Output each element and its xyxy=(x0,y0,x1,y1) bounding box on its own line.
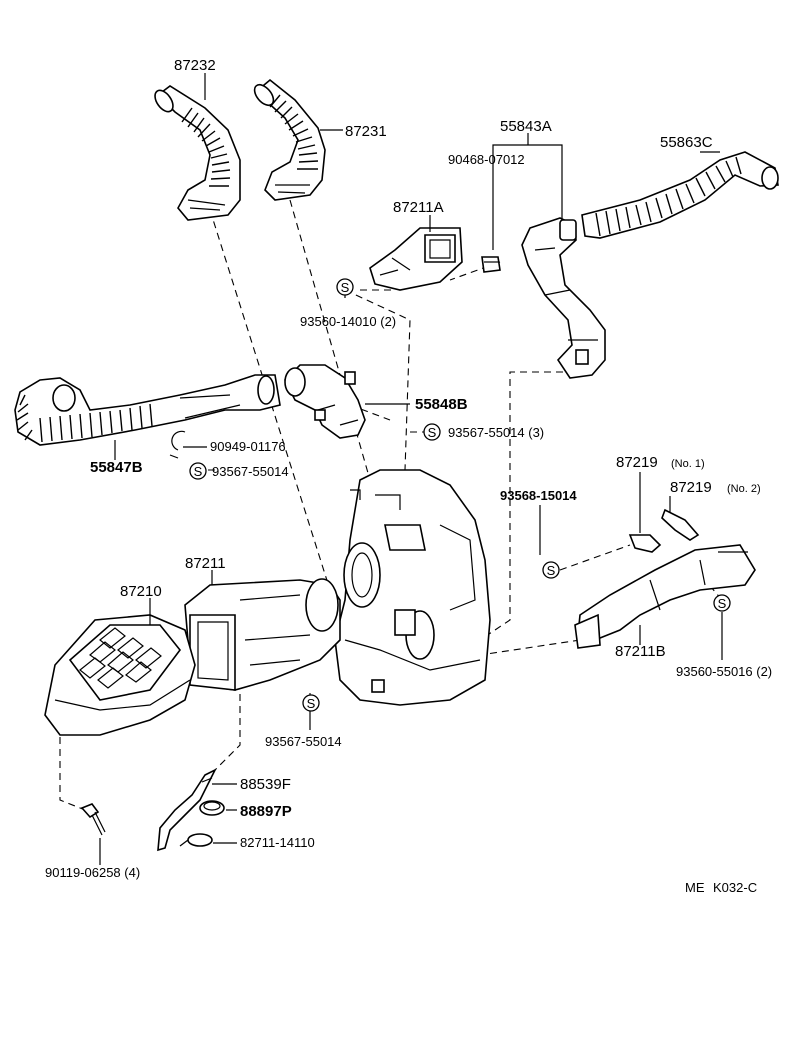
clip-90949 xyxy=(169,430,186,459)
diagram-code-k032c: K032-C xyxy=(713,880,757,895)
diagram-code-me: ME xyxy=(685,880,705,895)
duct-87231 xyxy=(253,78,326,201)
blower-87210 xyxy=(44,614,196,736)
label-93560-14010: 93560-14010 (2) xyxy=(300,314,396,329)
leader-lines xyxy=(99,73,723,865)
duct-55843A xyxy=(521,217,606,379)
label-93568-15014: 93568-15014 xyxy=(500,488,577,503)
s-symbol-letter: S xyxy=(194,464,203,479)
label-87211: 87211 xyxy=(185,555,226,572)
label-88539F: 88539F xyxy=(240,776,291,793)
case-87211 xyxy=(184,578,341,691)
s-symbol-93568-15014: S xyxy=(542,561,560,579)
s-symbol-letter: S xyxy=(341,280,350,295)
duct-87211A xyxy=(369,227,463,291)
hose-55847B xyxy=(14,374,281,446)
part-labels: 87232 87231 55843A 90468-07012 55863C 87… xyxy=(45,57,772,895)
label-87232: 87232 xyxy=(174,57,216,74)
s-symbol-letter: S xyxy=(428,425,437,440)
label-93560-55016: 93560-55016 (2) xyxy=(676,664,772,679)
clamp-82711 xyxy=(179,833,213,847)
bracket-87219-no1 xyxy=(628,534,662,553)
drain-hose-88539F xyxy=(157,768,217,852)
heater-unit-housing xyxy=(334,469,491,706)
s-symbol-93567-55014-a: S xyxy=(189,462,207,480)
label-90468-07012: 90468-07012 xyxy=(448,152,525,167)
s-symbol-93567-55014-3: S xyxy=(423,423,441,441)
label-93567-55014-a: 93567-55014 xyxy=(212,464,289,479)
label-87219-no2: 87219 xyxy=(670,479,712,496)
label-87211A: 87211A xyxy=(393,199,444,216)
elbow-55848B xyxy=(284,364,366,439)
s-symbol-93560-55016: S xyxy=(713,594,731,612)
label-82711-14110: 82711-14110 xyxy=(240,835,315,850)
label-87231: 87231 xyxy=(345,123,387,140)
label-87211B: 87211B xyxy=(615,643,666,660)
grommet-88897P xyxy=(199,800,225,816)
label-90119-06258: 90119-06258 (4) xyxy=(45,865,140,880)
label-55847B: 55847B xyxy=(90,459,143,476)
s-symbol-letter: S xyxy=(307,696,316,711)
bolt-90119 xyxy=(80,803,106,836)
s-symbol-letter: S xyxy=(547,563,556,578)
label-93567-55014-b: 93567-55014 xyxy=(265,734,342,749)
label-88897P: 88897P xyxy=(240,803,292,820)
label-55843A: 55843A xyxy=(500,118,552,135)
s-symbol-93567-55014-b: S xyxy=(302,694,320,712)
label-90949-01176: 90949-01176 xyxy=(210,439,286,454)
s-symbol-93560-14010: S xyxy=(336,278,354,296)
bracket-87219-no2 xyxy=(661,508,700,541)
clip-90468 xyxy=(481,256,501,273)
label-93567-55014-3: 93567-55014 (3) xyxy=(448,425,544,440)
label-87210: 87210 xyxy=(120,583,162,600)
label-55848B: 55848B xyxy=(415,396,468,413)
s-symbol-letter: S xyxy=(718,596,727,611)
duct-87211B xyxy=(574,544,756,649)
label-87219-no2-note: (No. 2) xyxy=(727,483,761,495)
label-87219-no1: 87219 xyxy=(616,454,658,471)
label-55863C: 55863C xyxy=(660,134,713,151)
duct-55863C xyxy=(581,151,779,239)
duct-87232 xyxy=(154,85,241,221)
label-87219-no1-note: (No. 1) xyxy=(671,458,705,470)
